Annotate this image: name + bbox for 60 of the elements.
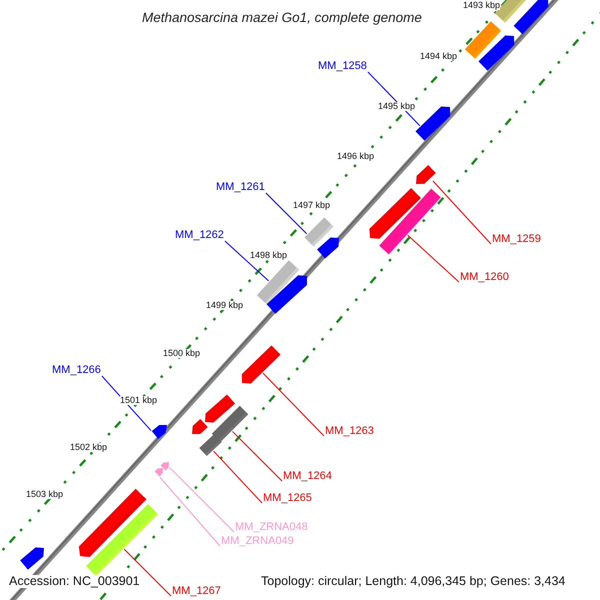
gene-feature-block (415, 106, 450, 141)
genome-info-text: Topology: circular; Length: 4,096,345 bp; Genes: 3,434 (261, 575, 566, 588)
gene-feature-block (416, 165, 436, 184)
leader-line (101, 376, 152, 432)
tick-label: 1500 kbp (163, 349, 200, 358)
leader-line (232, 430, 282, 482)
leader-line (213, 450, 262, 504)
rna-feature-marker (154, 468, 163, 476)
leader-line (407, 234, 460, 282)
tick-label: 1495 kbp (378, 102, 416, 111)
gene-feature-block (514, 0, 548, 34)
tick-label: 1499 kbp (206, 301, 244, 310)
tick-label: 1493 kbp (463, 1, 500, 10)
gene-feature-block (192, 418, 208, 434)
leader-line (124, 548, 172, 596)
leader-line (262, 372, 324, 436)
gene-feature-block (304, 217, 334, 247)
gene-feature-block (464, 21, 502, 59)
leader-line (367, 72, 420, 126)
gene-label: MM_1259 (492, 233, 541, 245)
gene-feature-block (478, 36, 514, 71)
gene-feature-block (266, 275, 307, 314)
gene-label: MM_1265 (263, 492, 312, 504)
gene-feature-block (86, 504, 158, 576)
gene-feature-block (242, 345, 281, 384)
gene-label: MM_1261 (216, 181, 265, 193)
gene-label: MM_1263 (325, 425, 374, 437)
gene-feature-block (317, 238, 339, 258)
gene-feature-block (212, 406, 248, 442)
gene-feature-block (78, 488, 146, 557)
accession-text: Accession: NC_003901 (9, 575, 140, 588)
leader-line (265, 192, 308, 234)
tick-label: 1494 kbp (420, 52, 458, 61)
gene-feature-block (369, 188, 421, 239)
gene-feature-block (199, 434, 222, 456)
rna-feature-marker (160, 462, 169, 470)
tick-label: 1501 kbp (120, 396, 158, 405)
tick-label: 1503 kbp (26, 490, 64, 499)
leader-line (159, 476, 220, 546)
gene-feature-block (379, 188, 441, 254)
gene-label: MM_1258 (318, 60, 367, 72)
gene-label: MM_1264 (283, 470, 332, 482)
gene-label: MM_1260 (460, 271, 509, 283)
gene-feature-block (256, 260, 300, 305)
gene-feature-block (205, 394, 235, 423)
gene-feature-block (152, 425, 167, 439)
leader-line (432, 180, 492, 244)
gene-label: MM_1266 (52, 364, 101, 376)
gene-label: MM_ZRNA048 (235, 521, 308, 533)
gene-label: MM_1262 (175, 229, 224, 241)
tick-label: 1497 kbp (293, 201, 330, 210)
title: Methanosarcina mazei Go1, complete genome (142, 11, 422, 24)
tick-label: 1502 kbp (70, 443, 108, 452)
gene-label: MM_1267 (172, 585, 221, 597)
tick-label: 1496 kbp (337, 152, 374, 161)
gene-feature-block (20, 547, 44, 570)
tick-label: 1498 kbp (250, 251, 288, 260)
gene-label: MM_ZRNA049 (221, 535, 294, 547)
leader-line (169, 467, 234, 532)
leader-line (224, 240, 270, 282)
